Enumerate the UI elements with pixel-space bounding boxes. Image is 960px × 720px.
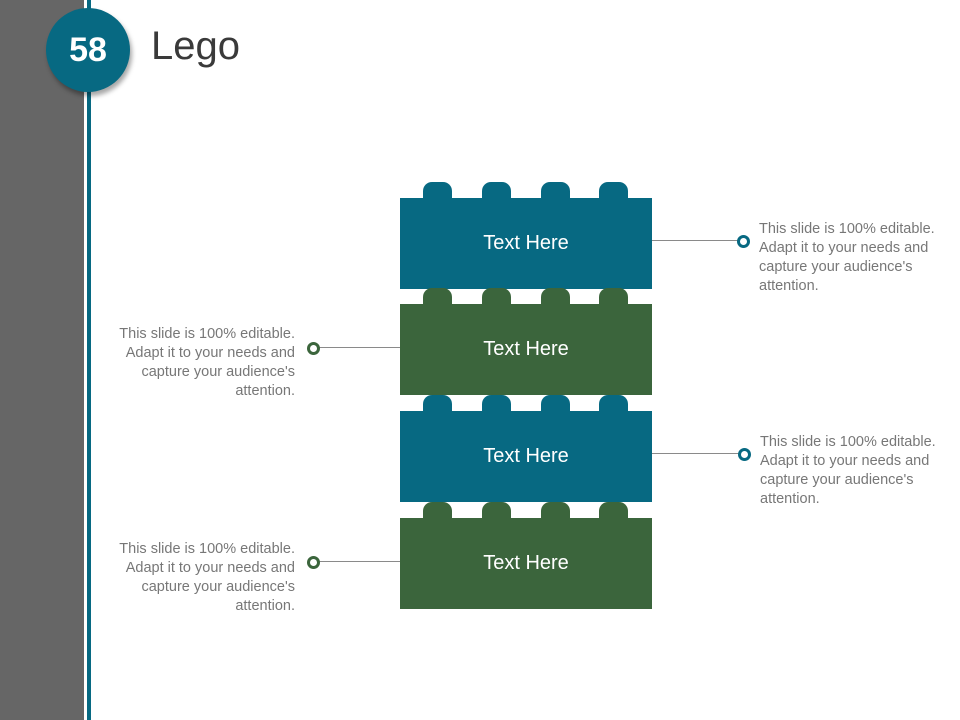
note-text-4: This slide is 100% editable. Adapt it to… — [119, 541, 295, 614]
brick-stud — [423, 502, 452, 522]
brick-stud — [599, 502, 628, 522]
lego-brick-2: Text Here — [400, 288, 652, 395]
note-text-1: This slide is 100% editable. Adapt it to… — [759, 221, 935, 294]
brick-stud — [423, 288, 452, 308]
brick-label: Text Here — [400, 198, 652, 289]
brick-stud — [482, 502, 511, 522]
brick-stud — [482, 395, 511, 415]
brick-stud — [482, 288, 511, 308]
lego-brick-4: Text Here — [400, 502, 652, 609]
connector-dot-4 — [307, 556, 320, 569]
brick-stud — [541, 182, 570, 202]
brick-stud — [599, 182, 628, 202]
brick-stud — [423, 395, 452, 415]
brick-stud — [423, 182, 452, 202]
sidebar-accent-line — [87, 0, 91, 720]
slide-title: Lego — [151, 24, 240, 68]
brick-stud — [541, 395, 570, 415]
brick-stud — [599, 288, 628, 308]
connector-line-1 — [652, 240, 738, 241]
brick-stud — [599, 395, 628, 415]
connector-dot-3 — [738, 448, 751, 461]
slide-number-badge: 58 — [46, 8, 130, 92]
sidebar-bar — [0, 0, 84, 720]
connector-line-2 — [318, 347, 400, 348]
brick-label: Text Here — [400, 518, 652, 609]
brick-stud — [541, 288, 570, 308]
lego-brick-3: Text Here — [400, 395, 652, 502]
note-text-2: This slide is 100% editable. Adapt it to… — [119, 326, 295, 399]
lego-brick-1: Text Here — [400, 182, 652, 289]
brick-label: Text Here — [400, 304, 652, 395]
brick-label: Text Here — [400, 411, 652, 502]
connector-dot-1 — [737, 235, 750, 248]
connector-line-4 — [318, 561, 400, 562]
note-text-3: This slide is 100% editable. Adapt it to… — [760, 434, 936, 507]
connector-line-3 — [652, 453, 739, 454]
brick-stud — [482, 182, 511, 202]
connector-dot-2 — [307, 342, 320, 355]
brick-stud — [541, 502, 570, 522]
